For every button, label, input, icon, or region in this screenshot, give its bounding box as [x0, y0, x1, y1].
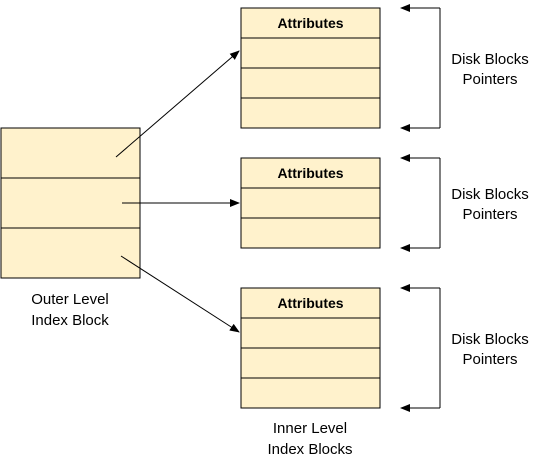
disk-block-pointers-label-3-line1: Disk Blocks — [451, 331, 529, 348]
inner-block-1-pointer-cell — [240, 97, 381, 129]
inner-block-1-header: Attributes — [277, 15, 343, 31]
inner-index-block-1: Attributes — [240, 7, 381, 129]
outer-index-block — [0, 127, 141, 279]
inner-block-2-header: Attributes — [277, 165, 343, 181]
disk-block-pointers-label-3-line2: Pointers — [462, 351, 517, 368]
inner-blocks-label-line2: Index Blocks — [267, 441, 352, 458]
inner-block-3-header: Attributes — [277, 295, 343, 311]
disk-block-pointers-label-2-line2: Pointers — [462, 206, 517, 223]
disk-block-pointers-label-1-line2: Pointers — [462, 71, 517, 88]
outer-block-label-line2: Index Block — [31, 312, 109, 329]
inner-block-2-pointer-cell — [240, 187, 381, 219]
disk-block-pointers-label-2-line1: Disk Blocks — [451, 186, 529, 203]
inner-blocks-label-line1: Inner Level — [273, 420, 347, 437]
inner-block-3-header-cell — [240, 287, 381, 319]
outer-block-cell-2 — [0, 177, 141, 229]
inner-index-block-3: Attributes — [240, 287, 381, 409]
pointer-arrow-to-inner-block-1 — [115, 50, 240, 158]
inner-block-2-header-cell — [240, 157, 381, 189]
outer-block-cell-1 — [0, 127, 141, 179]
disk-pointer-bracket-3 — [400, 284, 441, 412]
inner-block-3-pointer-cell — [240, 347, 381, 379]
inner-block-3-pointer-cell — [240, 377, 381, 409]
disk-block-pointers-label-1-line1: Disk Blocks — [451, 51, 529, 68]
inner-index-block-2: Attributes — [240, 157, 381, 249]
inner-block-1-header-cell — [240, 7, 381, 39]
inner-block-1-pointer-cell — [240, 37, 381, 69]
disk-pointer-bracket-2 — [400, 154, 441, 252]
pointer-arrow-to-inner-block-3 — [120, 255, 240, 333]
inner-block-3-pointer-cell — [240, 317, 381, 349]
outer-block-label-line1: Outer Level — [31, 291, 109, 308]
disk-pointer-bracket-1 — [400, 4, 441, 132]
inner-block-2-pointer-cell — [240, 217, 381, 249]
outer-block-cell-3 — [0, 227, 141, 279]
inner-block-1-pointer-cell — [240, 67, 381, 99]
